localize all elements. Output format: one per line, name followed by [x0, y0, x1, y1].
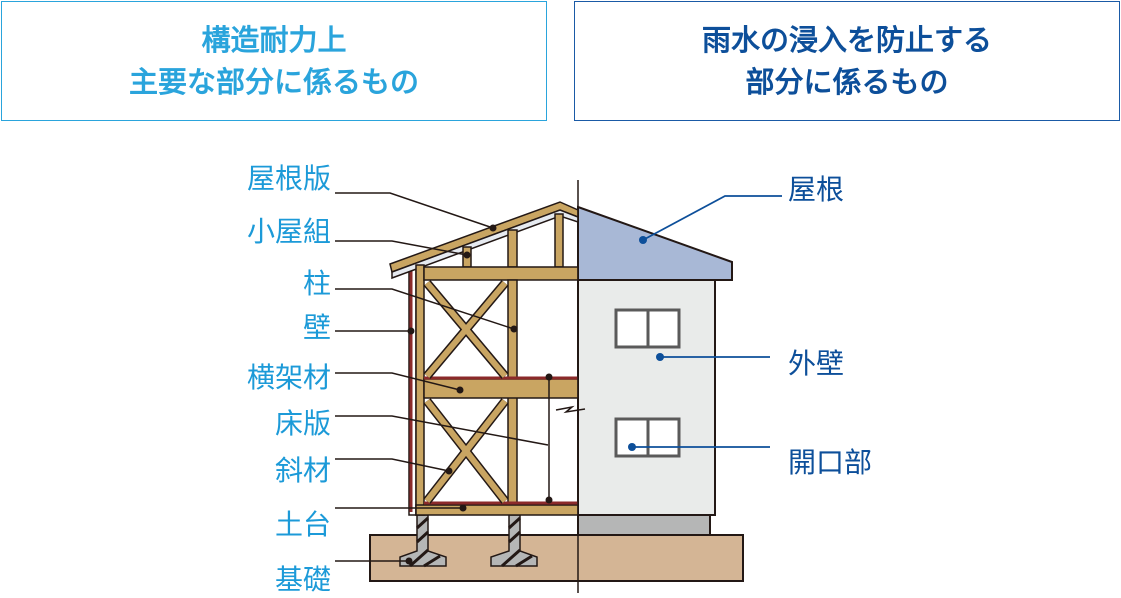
label-foundation: 基礎: [274, 563, 331, 596]
header-line: 構造耐力上: [201, 23, 347, 57]
label-roof-slab: 屋根版: [246, 162, 331, 195]
label-opening: 開口部: [788, 446, 873, 479]
label-floor-slab: 床版: [274, 407, 331, 440]
label-brace: 斜材: [274, 454, 331, 487]
foundation-footings: [399, 514, 538, 568]
structural-parts-header: 構造耐力上 主要な部分に係るもの: [1, 1, 547, 121]
rainwater-leaders: [632, 195, 782, 448]
timber-frame: [389, 201, 579, 516]
label-horizontal-member: 横架材: [246, 361, 331, 394]
structural-leaders: [335, 192, 549, 562]
rainwater-leader-dots: [628, 236, 664, 451]
header-line: 部分に係るもの: [745, 65, 949, 99]
foundation-exterior: [577, 514, 711, 536]
label-sill: 土台: [274, 508, 331, 541]
label-column: 柱: [302, 267, 331, 300]
label-wall: 壁: [302, 311, 331, 344]
label-roof-truss: 小屋組: [246, 215, 331, 248]
roof: [577, 205, 733, 281]
header-line: 雨水の浸入を防止する: [701, 23, 992, 57]
label-roof: 屋根: [788, 173, 845, 206]
break-mark: [555, 405, 586, 414]
label-exterior-wall: 外壁: [788, 347, 845, 380]
window-upper: [614, 308, 681, 349]
rainwater-parts-header: 雨水の浸入を防止する 部分に係るもの: [574, 1, 1120, 121]
header-line: 主要な部分に係るもの: [128, 65, 419, 99]
window-lower: [614, 417, 681, 458]
structural-leader-dots: [405, 224, 553, 565]
